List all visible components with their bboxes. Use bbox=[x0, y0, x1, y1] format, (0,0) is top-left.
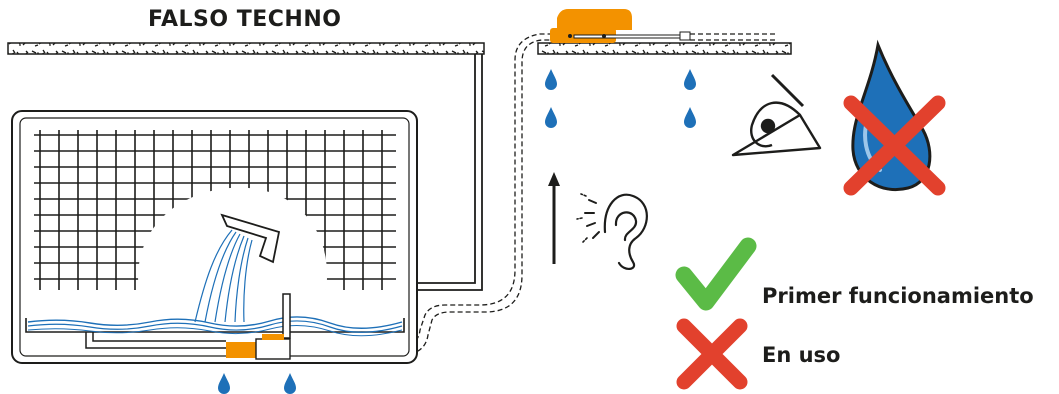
pouring-jug bbox=[220, 213, 281, 264]
ceiling-pump-icon bbox=[550, 9, 691, 43]
ceiling-slab-right bbox=[537, 42, 792, 55]
pump-icon bbox=[226, 334, 291, 360]
legend-first-use-label: Primer funcionamiento bbox=[762, 284, 1034, 308]
condensate-pipe bbox=[418, 54, 483, 291]
tray-outlet-pipe bbox=[85, 332, 226, 349]
cross-icon bbox=[843, 95, 946, 196]
ceiling-slab-left bbox=[7, 42, 485, 55]
eye-icon bbox=[731, 73, 822, 157]
up-arrow-icon bbox=[548, 172, 560, 264]
pouring-water bbox=[194, 229, 253, 323]
false-ceiling bbox=[7, 42, 792, 55]
ear-icon bbox=[576, 193, 648, 270]
float-sensor bbox=[282, 293, 291, 339]
red-cross-icon bbox=[676, 318, 748, 390]
green-check-icon bbox=[675, 237, 757, 311]
coil-cutaway bbox=[138, 187, 328, 325]
ceiling-label: FALSO TECHNO bbox=[148, 7, 342, 32]
drain-tray bbox=[25, 316, 405, 337]
legend-in-use-label: En uso bbox=[762, 343, 841, 367]
